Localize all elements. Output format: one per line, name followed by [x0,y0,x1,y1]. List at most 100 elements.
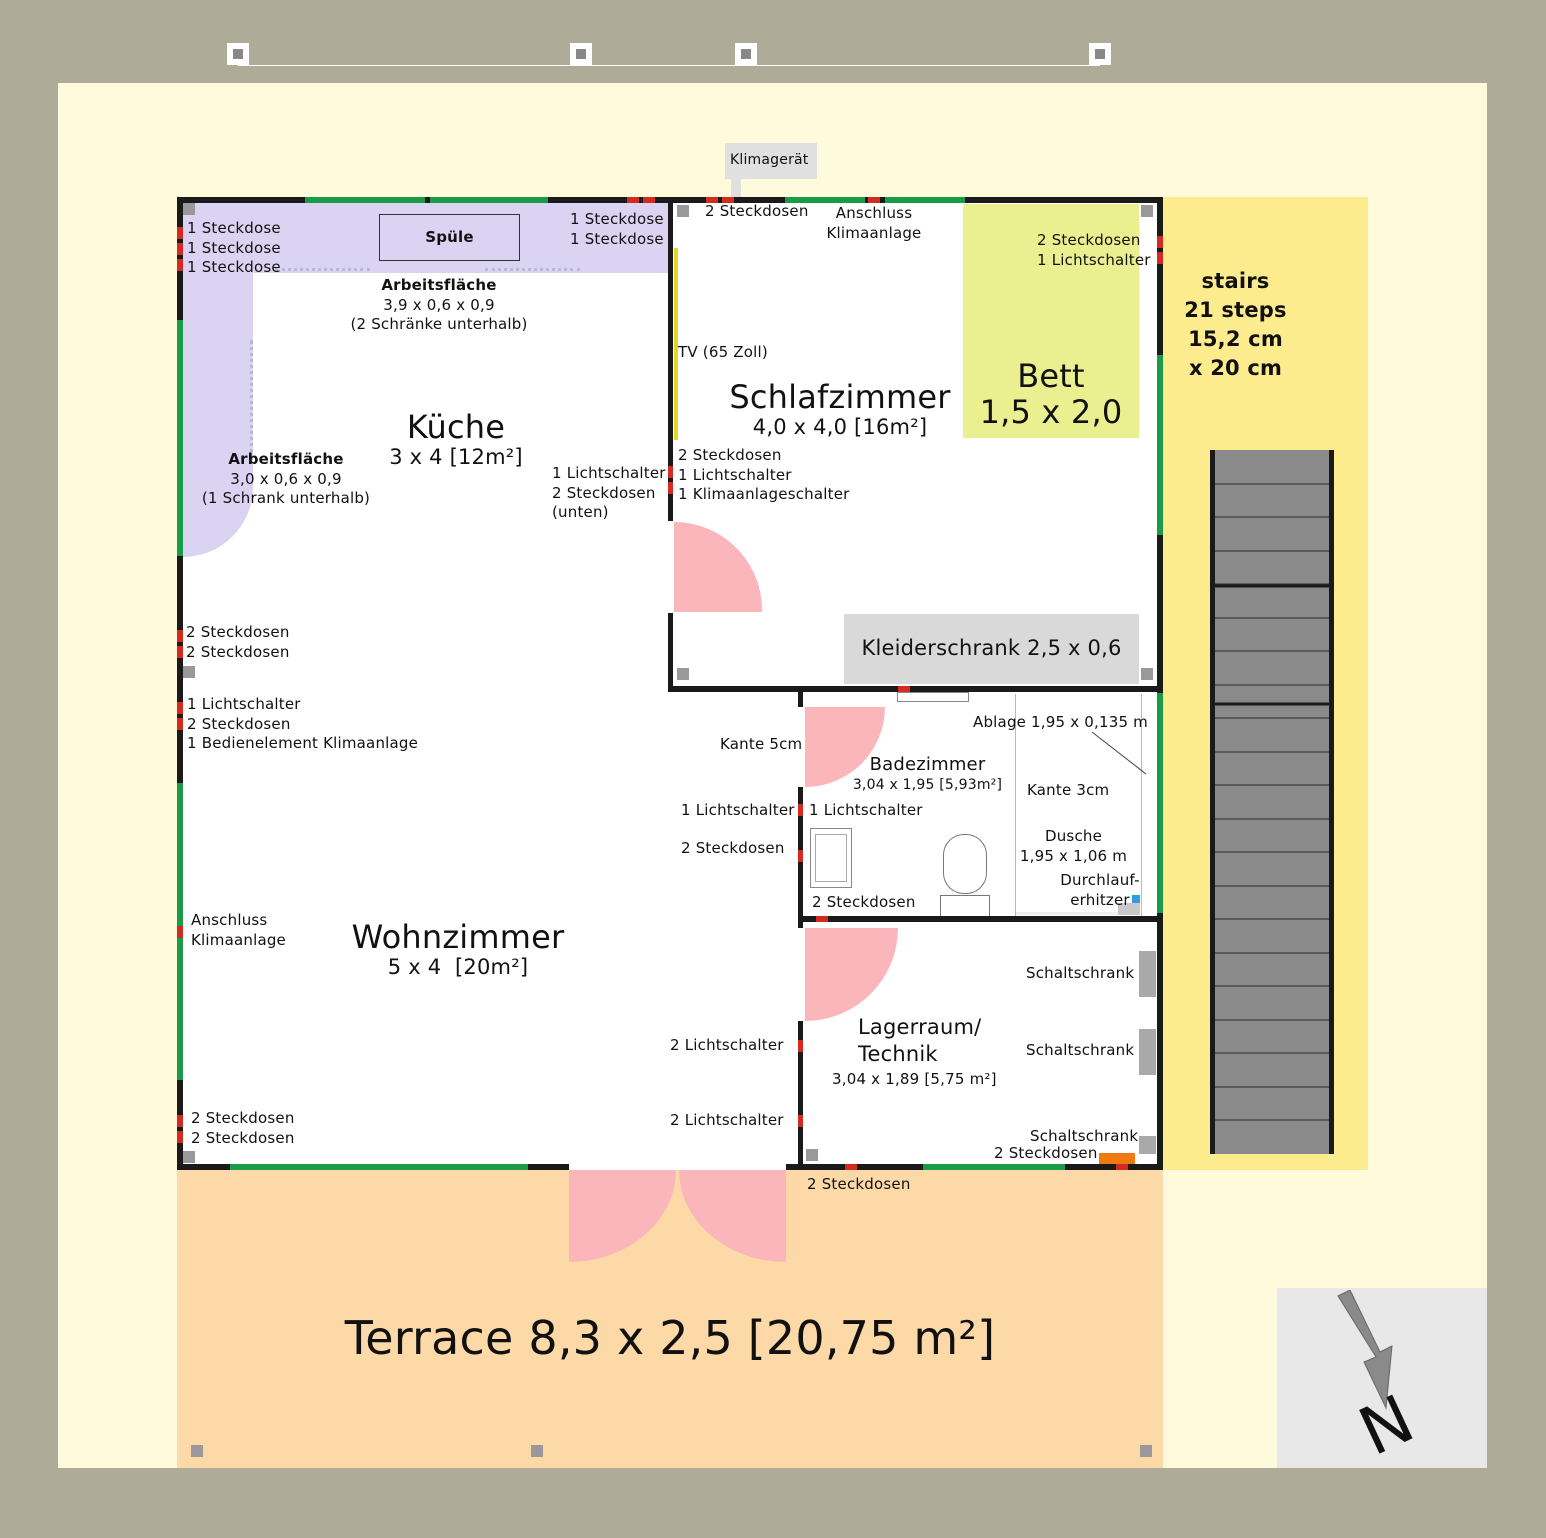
fence-line [238,65,1100,66]
wall-kitchen-bed-lower [668,613,673,691]
wall-bed-bottom [668,686,1163,692]
living-switch-2b: 2 Lichtschalter [670,1111,784,1129]
wall-outer-left [177,197,183,1170]
bath-heater: Durchlauf- erhitzer [1060,871,1140,909]
stairs-label: stairs 21 steps 15,2 cm x 20 cm [1184,269,1287,380]
kitchen-counter [182,202,670,557]
wall-bath-left [798,686,803,707]
window [885,197,965,203]
heater-box [1118,903,1140,915]
sink [379,214,520,261]
kitchen-title: Küche 3 x 4 [12m²] [389,408,523,469]
bath-ablage: Ablage 1,95 x 0,135 m [973,713,1148,731]
wall-outer-right [1157,197,1163,1170]
window [230,1164,528,1170]
pillar [1140,1445,1152,1457]
socket-mark [706,197,718,203]
bathtub-sink [810,828,852,888]
kitchen-left-sockets: 1 Steckdose 1 Steckdose 1 Steckdose [187,219,281,276]
staircase [1210,450,1334,1154]
living-sockets-b: 2 Steckdosen 2 Steckdosen [191,1109,295,1147]
toilet-bowl [943,834,987,894]
socket-mark [798,1115,803,1127]
pillar [183,666,195,678]
storage-size: 3,04 x 1,89 [5,75 m²] [832,1070,997,1088]
socket-mark [177,227,183,239]
counter-left-label: Arbeitsfläche 3,0 x 0,6 x 0,9 (1 Schrank… [201,450,371,507]
bedroom-sockets-top: 2 Steckdosen [705,202,809,220]
socket-mark [177,1131,183,1143]
klimagerat-box [725,143,817,179]
counter-dots-left [250,340,253,460]
bath-switch: 1 Lichtschalter [809,801,923,819]
bedroom-ac: Anschluss Klimaanlage [826,204,922,242]
socket-mark [798,1040,803,1052]
bed-label: Bett 1,5 x 2,0 [979,357,1123,431]
heater-unit [1099,1153,1135,1167]
pillar [1141,668,1153,680]
wall-kitchen-bed [668,197,673,521]
wall-storage-left [798,1021,803,1170]
socket-mark [177,646,183,658]
stair-steps [1215,483,1329,1121]
socket-mark [177,702,183,714]
storage-title: Lagerraum/ Technik [858,1015,982,1066]
socket-mark [177,630,183,642]
living-switch-2a: 2 Lichtschalter [670,1036,784,1054]
socket-mark [177,926,183,938]
wardrobe [844,614,1139,684]
socket-mark [177,259,183,271]
kitchen-switch-note: 1 Lichtschalter 2 Steckdosen (unten) [552,464,666,521]
socket-mark [177,1115,183,1127]
socket-mark [177,718,183,730]
storage-cabinet-2: Schaltschrank [1026,1041,1135,1059]
living-ac: Anschluss Klimaanlage [191,911,286,949]
living-switch-group: 1 Lichtschalter 2 Steckdosen 1 Bedienele… [187,695,419,752]
shower-line-2 [1141,694,1142,916]
socket-mark [177,243,183,255]
compass-arrow [1337,1290,1393,1410]
storage-cabinet-3: Schaltschrank [1030,1127,1139,1145]
socket-mark [845,1164,857,1170]
living-switch-1: 1 Lichtschalter [681,801,795,819]
tv [674,248,678,440]
terrace-label: Terrace 8,3 x 2,5 [20,75 m²] [344,1311,996,1365]
ablage-pointer [1091,731,1147,775]
storage-cabinet-1: Schaltschrank [1026,964,1135,982]
bath-title: Badezimmer 3,04 x 1,95 [5,93m²] [852,754,1003,793]
socket-mark [668,466,673,478]
socket-mark [798,804,803,816]
socket-mark [722,197,734,203]
living-kante: Kante 5cm [720,735,803,753]
shower-bottom [1016,912,1140,915]
socket-mark [868,197,880,203]
bedroom-left-note: 2 Steckdosen 1 Lichtschalter 1 Klimaanla… [678,446,850,503]
terrace-area [177,1170,1163,1468]
socket-mark [1157,252,1163,264]
bath-kante: Kante 3cm [1027,781,1110,799]
bed [963,204,1139,438]
tv-label: TV (65 Zoll) [678,343,768,361]
fence-post [227,43,249,65]
pillar [531,1445,543,1457]
pillar [183,203,195,215]
klimagerat-label: Klimagerät [730,152,809,168]
bath-shower: Dusche 1,95 x 1,06 m [1019,827,1128,865]
window [923,1164,1065,1170]
window [785,197,865,203]
pillar [191,1445,203,1457]
outside-sockets: 2 Steckdosen [807,1175,911,1193]
kitchen-right-sockets: 1 Steckdose 1 Steckdose [570,210,664,248]
schaltschrank-box [1139,951,1156,997]
heater-dot [1132,895,1140,903]
socket-mark [668,482,673,494]
window [1157,693,1163,913]
wardrobe-label: Kleiderschrank 2,5 x 0,6 [861,636,1122,660]
counter-top-label: Arbeitsfläche 3,9 x 0,6 x 0,9 (2 Schränk… [350,276,528,333]
socket-mark [627,197,639,203]
schaltschrank-box [1139,1136,1156,1154]
bed-sockets: 2 Steckdosen 1 Lichtschalter [1037,231,1151,269]
living-sockets-c: 2 Steckdosen [681,839,785,857]
